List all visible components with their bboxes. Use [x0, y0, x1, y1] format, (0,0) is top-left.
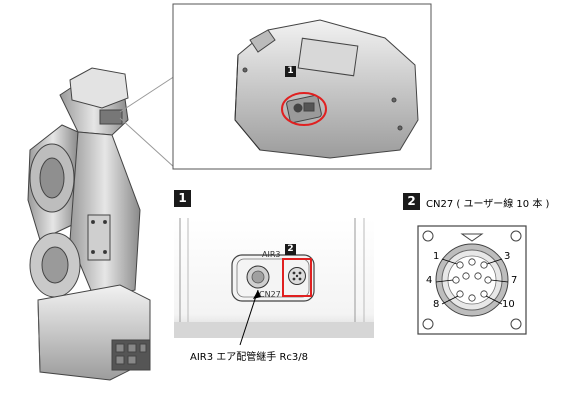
robot-arm-illustration [27, 67, 151, 381]
robot-wrist-highlight-area [99, 109, 123, 125]
panel-2-badge: 2 [403, 193, 420, 210]
robot-arm-panel [87, 214, 111, 261]
panel-1-connector-plate [231, 254, 315, 302]
panel-1-air-label: AIR3 [262, 250, 281, 259]
panel-2-connector-face [417, 225, 527, 335]
pin-label: 4 [426, 275, 433, 286]
panel-1-cn-label: CN27 [259, 290, 281, 299]
panel-1-sub-badge: 2 [285, 244, 296, 255]
callout-leader-lines [119, 75, 176, 169]
detail-top-plate [297, 37, 359, 77]
robot-wrist [69, 67, 129, 109]
panel-1-caption: AIR3 エア配管継手 Rc3/8 [190, 352, 308, 363]
panel-1-badge: 1 [174, 190, 191, 207]
pin-label: 10 [502, 299, 515, 310]
pin-label: 3 [504, 251, 511, 262]
detail-wrist-illustration [234, 19, 419, 159]
panel-1-caption-leader [239, 289, 259, 346]
panel-2-title: CN27 ( ユーザー線 10 本 ) [426, 199, 550, 210]
panel-1-cn27-highlight [282, 258, 312, 297]
pin-label: 7 [511, 275, 518, 286]
detail-callout-badge: 1 [285, 66, 296, 77]
pin-label: 8 [433, 299, 440, 310]
pin-label: 1 [433, 251, 440, 262]
detail-highlight-circle [281, 92, 327, 126]
panel-1-illustration [174, 218, 374, 338]
